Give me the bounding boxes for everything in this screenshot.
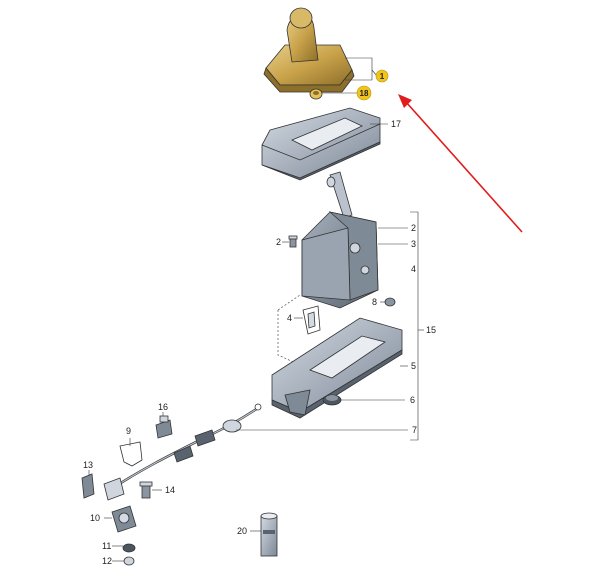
callout-18: 18	[356, 85, 372, 101]
red-arrow-indicator	[398, 94, 523, 233]
nut-12	[123, 556, 135, 566]
callout-5: 5	[411, 361, 416, 371]
callout-8: 8	[372, 297, 377, 307]
selector-mechanism-3	[301, 171, 379, 309]
grommet-6	[322, 394, 342, 406]
callout-2-right: 2	[411, 223, 416, 233]
gear-knob-boot	[263, 7, 355, 93]
svg-text:1: 1	[380, 72, 385, 81]
callout-4-left: 4	[287, 313, 292, 323]
grease-tube-20	[260, 512, 278, 557]
grommet-11	[122, 543, 136, 553]
callout-9: 9	[126, 426, 131, 436]
callout-4-right: 4	[411, 264, 416, 274]
callout-14: 14	[165, 485, 175, 495]
callout-3: 3	[411, 239, 416, 249]
bracket-9	[119, 441, 143, 467]
callout-13: 13	[83, 460, 93, 470]
callout-15: 15	[426, 325, 436, 335]
callout-11: 11	[102, 541, 111, 551]
svg-text:18: 18	[360, 89, 369, 98]
nut-18	[309, 88, 323, 100]
clip-16	[155, 415, 173, 439]
callout-10: 10	[90, 513, 100, 523]
callout-20: 20	[237, 526, 247, 536]
base-housing-5	[271, 317, 403, 419]
bracket-13	[81, 473, 95, 499]
bolt-14	[139, 481, 153, 499]
trim-frame-17	[261, 107, 381, 181]
shift-cable-7	[109, 403, 262, 491]
cable-end	[103, 477, 125, 501]
clip-4	[302, 305, 321, 335]
callout-12: 12	[102, 556, 112, 566]
callout-7: 7	[412, 425, 417, 435]
screw-2	[288, 235, 298, 248]
callout-17: 17	[391, 119, 401, 129]
callout-6: 6	[410, 395, 415, 405]
callout-1: 1	[375, 69, 389, 83]
bracket-10	[111, 505, 137, 533]
bolt-8	[384, 297, 396, 307]
callout-16: 16	[158, 402, 168, 412]
callout-2-left: 2	[276, 237, 281, 247]
